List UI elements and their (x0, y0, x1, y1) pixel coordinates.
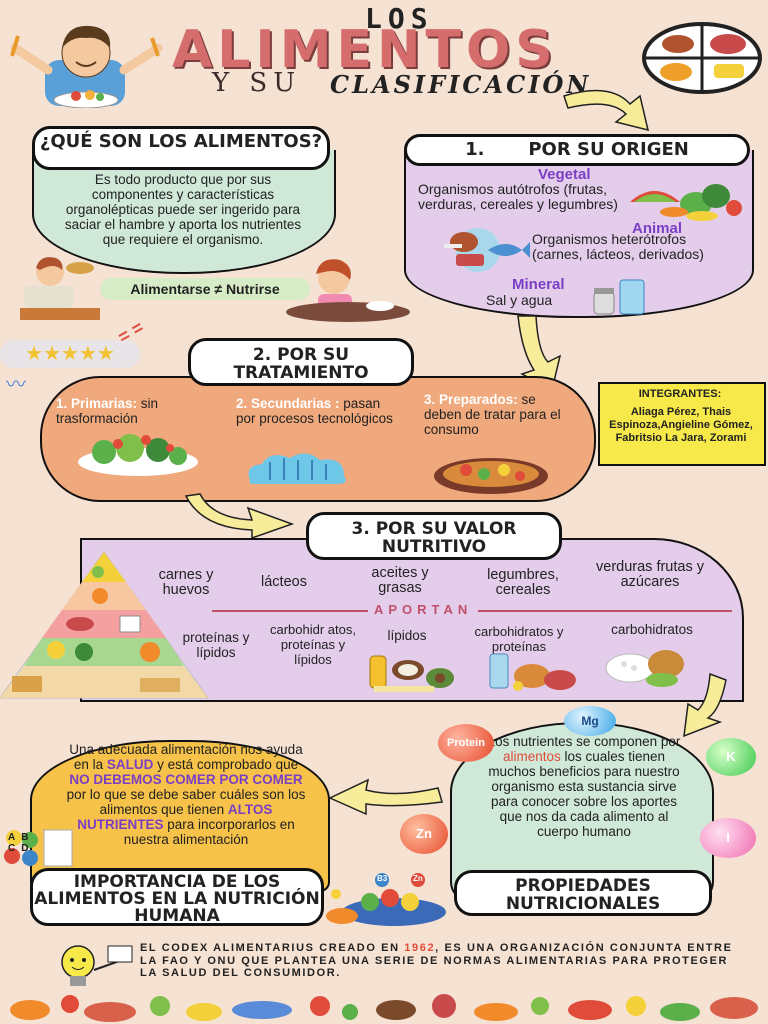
vitamin-b3-label: B3 (377, 874, 388, 883)
secundarias-desc: pasan por procesos tecnológicos (236, 396, 393, 426)
importancia-no-comer: NO DEBEMOS COMER POR COMER (69, 772, 303, 787)
title-los: LOS (365, 2, 434, 35)
importancia-title: IMPORTANCIA DE LOS ALIMENTOS EN LA NUTRI… (30, 868, 324, 926)
food-groups-plate-icon (642, 22, 762, 94)
vegetal-text: Organismos autótrofos (frutas, verduras,… (418, 181, 618, 212)
title-y: Y SU (212, 68, 302, 98)
footer-t1: EL CODEX ALIMENTARIUS CREADO EN (140, 942, 405, 954)
technology-cloud-icon (248, 453, 346, 484)
mineral-label: Mineral (512, 276, 565, 293)
alimentarse-badge: Alimentarse ≠ Nutrirse (100, 278, 310, 300)
importancia-altos: ALTOS NUTRIENTES (77, 802, 273, 832)
primarias-text: 1. Primarias: sin trasformación (56, 396, 216, 426)
importancia-text: Una adecuada alimentación nos ayuda en l… (62, 742, 310, 847)
preparados-desc: se deben de tratar para el consumo (424, 392, 561, 437)
food-lacteos: lácteos (261, 574, 307, 590)
propiedades-highlight: alimentos (502, 749, 561, 764)
integrantes-names: Aliaga Pérez, Thais Espinoza,Angieline G… (609, 406, 753, 444)
importancia-t1: Una adecuada alimentación nos ayuda en l… (69, 742, 303, 772)
footer-t2: , ES UNA ORGANIZACIÓN CONJUNTA ENTRE LA … (140, 942, 733, 979)
man-eating-icon (20, 257, 100, 320)
food-legumbres: legumbres, cereales (487, 567, 559, 598)
footer-year: 1962 (404, 942, 436, 954)
title-clasificacion: CLASIFICACIÓN (330, 70, 592, 99)
secundarias-label: 2. Secundarias : (236, 396, 340, 411)
decorative-wave-icon: 〰 (6, 374, 26, 396)
vitamin-zn-label: Zn (413, 874, 423, 883)
que-son-blob (32, 150, 336, 274)
carbohydrates-icon (605, 650, 684, 687)
oils-fats-icon (369, 655, 454, 692)
boy-eating-illustration (10, 25, 163, 108)
protein-bubble-icon: Protein (438, 724, 494, 762)
propiedades-text-1: Los nutrientes se componen por (487, 734, 681, 749)
arrow-to-tratamiento (517, 315, 562, 392)
primarias-desc: sin trasformación (56, 396, 159, 426)
title-main: ALIMENTOS (172, 20, 558, 80)
prepared-food-icon (434, 458, 548, 494)
animal-text: Organismos heterótrofos (carnes, lácteos… (532, 231, 704, 262)
girl-eating-icon (286, 259, 410, 322)
importancia-t3: por lo que se debe saber cuáles son los … (66, 787, 306, 817)
nutrient-bowl-icon (326, 873, 446, 926)
animal-label: Animal (632, 220, 683, 237)
preparados-label: 3. Preparados: (424, 392, 518, 407)
nutrient-carnes: proteínas y lípidos (182, 630, 250, 660)
propiedades-title: PROPIEDADES NUTRICIONALES (454, 870, 712, 916)
zinc-bubble-icon: Zn (400, 814, 448, 854)
codex-footer-text: EL CODEX ALIMENTARIUS CREADO EN 1962, ES… (140, 942, 750, 980)
food-aceites: aceites y grasas (371, 565, 429, 596)
secundarias-text: 2. Secundarias : pasan por procesos tecn… (236, 396, 396, 426)
vitamin-b: B (21, 832, 35, 843)
arrow-to-propiedades (683, 672, 727, 738)
importancia-t2: y está comprobado que (153, 757, 299, 772)
arrow-to-origen (563, 89, 650, 132)
integrantes-box (598, 382, 766, 466)
rating-stars: ★★★★★ (0, 340, 140, 368)
meat-fish-icon (444, 228, 530, 272)
food-carnes: carnes y huevos (158, 567, 214, 598)
vitamin-d: D (21, 843, 35, 854)
tratamiento-title: 2. POR SU TRATAMIENTO (188, 338, 414, 386)
nutrient-aceites: lípidos (387, 628, 427, 643)
valor-title: 3. POR SU VALOR NUTRITIVO (306, 512, 562, 560)
legumes-cereals-icon (489, 653, 576, 691)
preparados-text: 3. Preparados: se deben de tratar para e… (424, 392, 564, 437)
vegetables-icon (630, 184, 742, 221)
importancia-blob (30, 740, 330, 892)
importancia-salud: SALUD (106, 757, 154, 772)
magnesium-bubble-icon: Mg (564, 706, 616, 736)
iodine-bubble-icon: I (700, 818, 756, 858)
mineral-text: Sal y agua (486, 292, 553, 308)
salt-water-icon (593, 279, 645, 315)
vitamin-a: A (8, 832, 22, 843)
nutrient-lacteos: carbohidr atos, proteínas y lípidos (270, 622, 356, 667)
propiedades-text-2: los cuales tienen muchos beneficios para… (488, 749, 680, 839)
aportan-label: APORTAN (368, 602, 479, 617)
propiedades-text: Los nutrientes se componen por alimentos… (478, 734, 690, 839)
importancia-t4: para incorporarlos en nuestra alimentaci… (123, 817, 295, 847)
food-border-decoration (10, 994, 758, 1022)
vitamins-icon (4, 829, 73, 867)
food-pyramid-icon (0, 551, 209, 699)
nutrient-verduras: carbohidratos (611, 622, 693, 637)
lightbulb-icon (61, 945, 133, 986)
origen-title: 1. POR SU ORIGEN (404, 134, 750, 166)
que-son-text: Es todo producto que por sus componentes… (64, 172, 302, 247)
potassium-bubble-icon: K (706, 738, 756, 776)
food-verduras: verduras frutas y azúcares (596, 559, 704, 590)
arrow-to-valor (184, 493, 295, 540)
nutrient-legumbres: carbohidratos y proteínas (474, 624, 564, 654)
integrantes-title: INTEGRANTES: (638, 388, 722, 400)
salad-icon (78, 434, 198, 476)
arrow-to-importancia (328, 778, 443, 816)
vitamin-c: C (8, 843, 22, 854)
primarias-label: 1. Primarias: (56, 396, 138, 411)
vegetal-label: Vegetal (538, 166, 591, 183)
que-son-title: ¿QUÉ SON LOS ALIMENTOS? (32, 126, 330, 170)
